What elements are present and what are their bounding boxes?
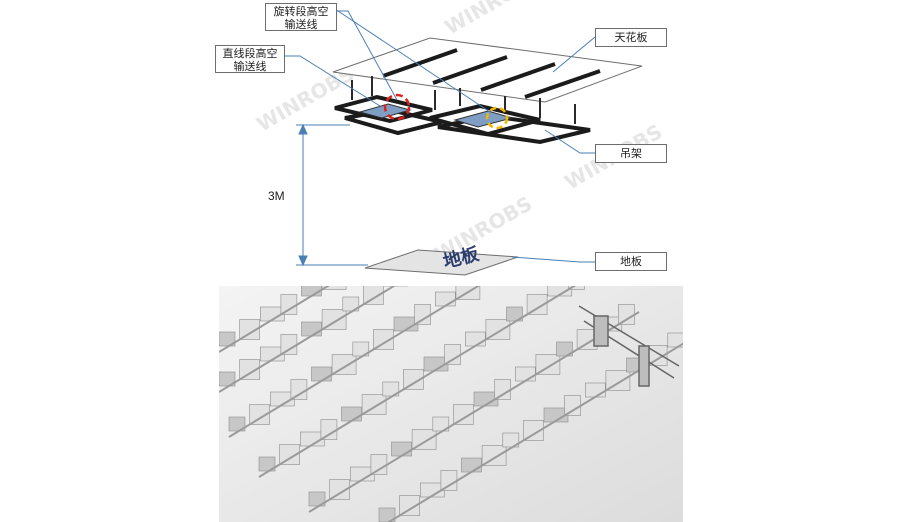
workstation-block [311,366,332,382]
workstation-block [523,420,544,441]
height-dimension [296,123,368,267]
workstation-block [391,441,412,457]
workstation-block [485,319,511,340]
workstation-block [239,319,260,340]
line-rail [386,342,683,522]
workstation-block [373,329,394,350]
workstation-block [370,454,388,475]
workstation-block [341,406,362,422]
assembly-line [258,286,585,478]
workstation-block [321,286,347,290]
workstation-block [414,304,431,325]
workstation-block [584,382,606,398]
workstation-block [363,286,384,305]
rotating-section-marker [383,93,411,121]
ceiling-panel [332,37,643,103]
assembly-lines [219,286,683,522]
rotating-section-label: 旋转段高空 输送线 [265,3,337,31]
watermark-text: WINROBS [441,0,547,39]
ceiling-rails [382,48,601,99]
straight-section-marker [485,106,509,130]
workstation-block [440,470,458,491]
workstation-block [564,395,581,416]
line-rail [308,311,640,513]
workstation-block [465,331,486,347]
workstation-block [399,495,420,516]
diagram-drawing: WINROBS WINROBS WINROBS WINROBS [253,0,666,276]
workstation-block [279,444,300,465]
workstation-block [411,429,437,450]
leader-lines [285,8,596,263]
workstation-block [514,366,536,382]
workstation-block [667,332,683,348]
workstation-block [453,404,474,425]
assembly-line [219,286,347,353]
workstation-block [461,457,482,473]
factory-render-image [219,286,683,522]
hanger-label: 吊架 [595,144,667,163]
assembly-line [228,286,481,438]
workstation-block [239,359,260,380]
workstation-block [435,291,456,307]
workstation-block [249,404,270,425]
workstation-block [361,394,387,415]
workstation-block [329,479,350,500]
straight-section-label: 直线段高空 输送线 [215,45,285,73]
ceiling-label: 天花板 [595,28,667,47]
ceiling-conveyor-diagram: WINROBS WINROBS WINROBS WINROBS [215,0,667,276]
workstation-block [321,309,347,330]
line-rail [219,286,330,353]
workstation-block [535,354,561,375]
assembly-line [219,286,409,393]
workstation-block [568,286,585,290]
floor-label: 地板 [595,252,667,271]
line-rail [228,286,481,438]
hanger-rods [351,76,576,124]
line-rail [258,286,577,478]
workstation-block [331,354,357,375]
workstation-block [618,304,635,325]
workstation-block [494,379,511,400]
workstation-block [481,445,507,466]
workstation-block [403,369,424,390]
workstation-block [280,334,298,355]
workstation-block [526,294,548,315]
workstation-block [378,507,396,522]
line-rail [219,286,396,393]
workstation-block [301,321,322,337]
workstation-block [444,344,461,365]
overhead-structure [578,305,680,387]
workstation-block [290,379,308,400]
workstation-block [320,419,338,440]
factory-render-drawing [219,286,683,522]
workstation-block [280,294,298,315]
workstation-block [605,370,631,391]
height-value-label: 3M [268,189,285,203]
